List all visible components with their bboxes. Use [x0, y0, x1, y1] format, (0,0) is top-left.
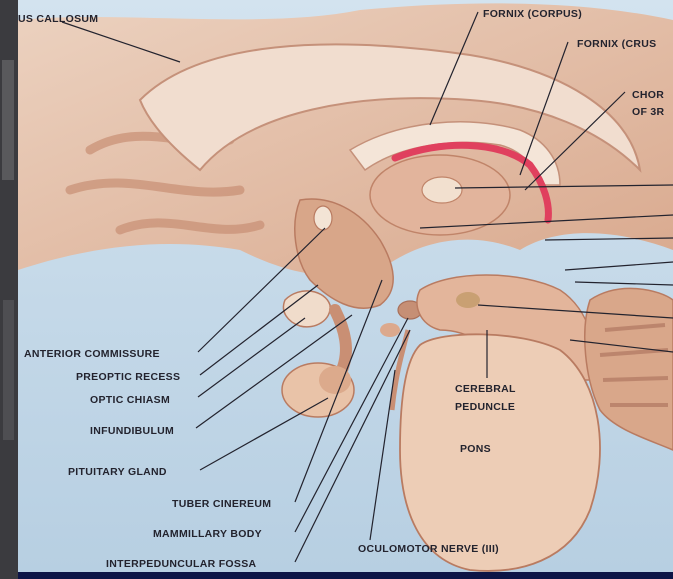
- label-tuber-cinereum: TUBER CINEREUM: [172, 498, 271, 510]
- label-mammillary-body: MAMMILLARY BODY: [153, 528, 262, 540]
- optic-chiasm: [283, 291, 330, 327]
- photo-strip-detail: [3, 300, 14, 440]
- label-interpeduncular-fossa: INTERPEDUNCULAR FOSSA: [106, 558, 257, 570]
- label-infundibulum: INFUNDIBULUM: [90, 425, 174, 437]
- label-pons: PONS: [460, 443, 491, 455]
- label-anterior-commissure: ANTERIOR COMMISSURE: [24, 348, 160, 360]
- interthalamic-adhesion: [422, 177, 462, 203]
- label-fornix-crus: FORNIX (CRUS: [577, 38, 656, 50]
- tuber-cinereum: [380, 323, 400, 337]
- label-corpus-callosum: US CALLOSUM: [18, 13, 98, 25]
- label-preoptic-recess: PREOPTIC RECESS: [76, 371, 180, 383]
- peduncle-spot: [456, 292, 480, 308]
- label-cerebral-1: CEREBRAL: [455, 383, 516, 395]
- label-choroid-1: CHOR: [632, 89, 664, 101]
- label-cerebral-2: PEDUNCLE: [455, 401, 515, 413]
- label-pituitary-gland: PITUITARY GLAND: [68, 466, 167, 478]
- photo-strip-detail: [2, 60, 14, 180]
- label-fornix-corpus: FORNIX (CORPUS): [483, 8, 582, 20]
- label-choroid-2: OF 3R: [632, 106, 665, 118]
- label-oculomotor-nerve: OCULOMOTOR NERVE (III): [358, 543, 499, 555]
- pons: [400, 334, 600, 571]
- label-optic-chiasm: OPTIC CHIASM: [90, 394, 170, 406]
- anterior-commissure: [314, 206, 332, 230]
